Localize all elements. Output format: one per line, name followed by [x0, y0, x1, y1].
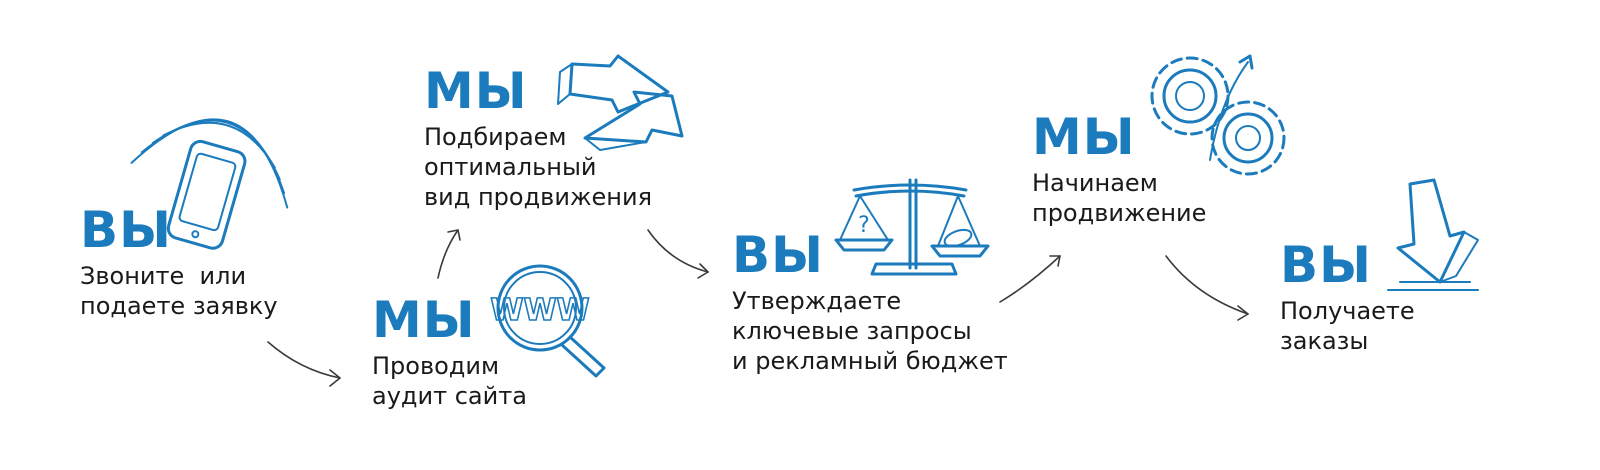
- gears-icon: [1150, 54, 1286, 176]
- step-5: МЫ Начинаем продвижение: [1032, 112, 1206, 228]
- flow-connector-4: [999, 255, 1061, 303]
- flow-connector-3: [647, 229, 709, 279]
- exchange-arrows-icon: [557, 54, 684, 151]
- phone-icon: [130, 118, 289, 250]
- step-actor: ВЫ: [1280, 236, 1372, 294]
- step-2: МЫ Проводим аудит сайта: [372, 295, 527, 411]
- scales-icon: ?: [834, 178, 990, 276]
- step-actor: ВЫ: [732, 226, 824, 284]
- step-description: Утверждаете ключевые запросы и рекламный…: [732, 287, 1008, 375]
- step-actor: МЫ: [372, 291, 476, 349]
- question-mark: ?: [858, 213, 870, 238]
- down-arrow-icon: [1387, 178, 1479, 291]
- flow-connector-1: [267, 341, 341, 387]
- step-6: ВЫ Получаете заказы: [1280, 240, 1415, 356]
- step-description: Начинаем продвижение: [1032, 169, 1207, 227]
- step-actor: МЫ: [424, 62, 528, 120]
- flow-connector-2: [437, 229, 461, 279]
- step-description: Проводим аудит сайта: [372, 352, 527, 410]
- magnifier-www-icon: WWW: [490, 264, 606, 378]
- step-3: МЫ Подбираем оптимальный вид продвижения: [424, 66, 652, 212]
- step-description: Звоните или подаете заявку: [80, 262, 278, 320]
- step-1: ВЫ Звоните или подаете заявку: [80, 205, 278, 321]
- flow-connector-5: [1165, 255, 1249, 321]
- step-actor: ВЫ: [80, 201, 172, 259]
- step-4: ВЫ Утверждаете ключевые запросы и реклам…: [732, 230, 1008, 376]
- step-description: Получаете заказы: [1280, 297, 1415, 355]
- step-description: Подбираем оптимальный вид продвижения: [424, 123, 653, 211]
- www-label: WWW: [490, 293, 589, 328]
- step-actor: МЫ: [1032, 108, 1136, 166]
